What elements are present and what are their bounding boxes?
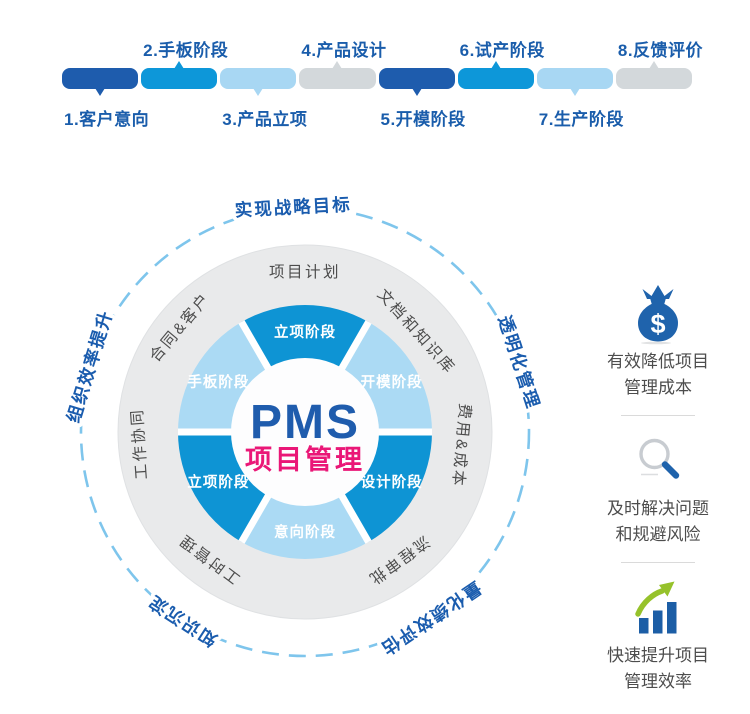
money-bag-icon: $ — [638, 285, 678, 345]
pointer-up-icon — [490, 61, 501, 69]
outer-label: 实现战略目标 — [234, 194, 352, 220]
dollar-sign: $ — [650, 309, 665, 339]
pointer-up-icon — [174, 61, 185, 69]
wheel-segment-label: 开模阶段 — [361, 373, 423, 391]
segment-separator — [238, 320, 276, 377]
benefit-item-3: 快速提升项目 管理效率 — [607, 577, 709, 694]
outer-label: 知识沉淀 — [144, 591, 220, 650]
stage-label: 8.反馈评价 — [617, 41, 704, 60]
pms-wheel-svg: PMS项目管理立项阶段开模阶段设计阶段意向阶段立项阶段手板阶段项目计划文档和知识… — [59, 190, 547, 663]
timeline-stage-7: 7.生产阶段 — [536, 68, 623, 129]
timeline-stage-4: 4.产品设计 — [299, 41, 386, 89]
outer-dashed-circle — [79, 206, 531, 658]
benefit-line: 有效降低项目 — [607, 352, 709, 371]
timeline-stage-3: 3.产品立项 — [220, 68, 307, 129]
stage-label: 2.手板阶段 — [143, 41, 229, 60]
stage-label: 3.产品立项 — [222, 110, 308, 129]
benefit-item-1: $ 有效降低项目 管理成本 — [607, 283, 709, 400]
benefits-panel: $ 有效降低项目 管理成本 及时解决问题 和规避风险 快速提升项 — [591, 283, 725, 694]
stage-label: 6.试产阶段 — [459, 41, 545, 60]
wheel-segment-label: 意向阶段 — [274, 523, 336, 541]
ring-label: 工作协同 — [128, 407, 151, 480]
ring-label: 项目计划 — [269, 263, 341, 281]
stage-bar — [299, 68, 376, 89]
wheel-segment-6 — [178, 322, 269, 432]
pointer-down-icon — [411, 88, 422, 96]
stage-bar — [141, 68, 218, 89]
wheel-center-title: PMS — [250, 396, 360, 449]
outer-label: 透明化管理 — [494, 313, 543, 412]
benefit-line: 快速提升项目 — [607, 646, 709, 665]
benefit-text: 有效降低项目 管理成本 — [607, 349, 709, 400]
stage-bar — [378, 68, 455, 89]
wheel-segment-3 — [341, 432, 432, 542]
stage-label: 5.开模阶段 — [380, 110, 466, 129]
wheel-segment-label: 立项阶段 — [187, 473, 249, 491]
timeline-stage-5: 5.开模阶段 — [378, 68, 465, 129]
benefit-line: 管理成本 — [624, 377, 692, 397]
outer-label: 组织效率提升 — [63, 307, 116, 425]
pointer-up-icon — [648, 61, 659, 69]
pointer-down-icon — [569, 88, 580, 96]
wheel-center-circle — [231, 358, 379, 506]
timeline-stage-2: 2.手板阶段 — [141, 41, 228, 89]
stage-bar — [457, 68, 534, 89]
timeline-stage-1: 1.客户意向 — [62, 68, 149, 129]
stage-label: 1.客户意向 — [64, 110, 150, 129]
wheel-segment-1 — [241, 305, 369, 369]
divider — [621, 562, 695, 563]
benefit-line: 及时解决问题 — [607, 499, 709, 518]
timeline: 1.客户意向 2.手板阶段 3.产品立项 4.产品设计 5.开模阶段 6.试产阶段 7.生产… — [62, 41, 703, 129]
wheel-center-subtitle: 项目管理 — [245, 445, 365, 475]
benefit-item-2: 及时解决问题 和规避风险 — [607, 430, 709, 547]
segment-separator — [334, 487, 372, 544]
wheel-segment-label: 设计阶段 — [361, 473, 423, 491]
benefit-line: 和规避风险 — [615, 524, 701, 544]
wheel-segment-2 — [341, 322, 432, 432]
wheel-segment-label: 立项阶段 — [274, 323, 336, 341]
stage-label: 7.生产阶段 — [538, 110, 624, 129]
segment-separator — [238, 487, 276, 544]
benefit-text: 及时解决问题 和规避风险 — [607, 496, 709, 547]
magnifier-icon — [639, 438, 680, 479]
stage-bar — [615, 68, 692, 89]
benefit-text: 快速提升项目 管理效率 — [607, 643, 709, 694]
stage-bar — [62, 68, 139, 89]
stage-bar — [536, 68, 613, 89]
divider — [621, 415, 695, 416]
stage-label: 4.产品设计 — [301, 41, 387, 60]
timeline-stage-6: 6.试产阶段 — [457, 41, 544, 89]
benefit-line: 管理效率 — [624, 671, 692, 691]
stage-bar — [220, 68, 297, 89]
timeline-stage-8: 8.反馈评价 — [615, 41, 703, 89]
segment-separator — [334, 320, 372, 377]
wheel-segment-4 — [241, 495, 369, 559]
bar-chart-growth-icon — [635, 581, 677, 634]
pointer-down-icon — [253, 88, 264, 96]
wheel-segment-label: 手板阶段 — [187, 373, 249, 391]
wheel-segment-5 — [178, 432, 269, 542]
pointer-up-icon — [332, 61, 343, 69]
pointer-down-icon — [95, 88, 106, 96]
